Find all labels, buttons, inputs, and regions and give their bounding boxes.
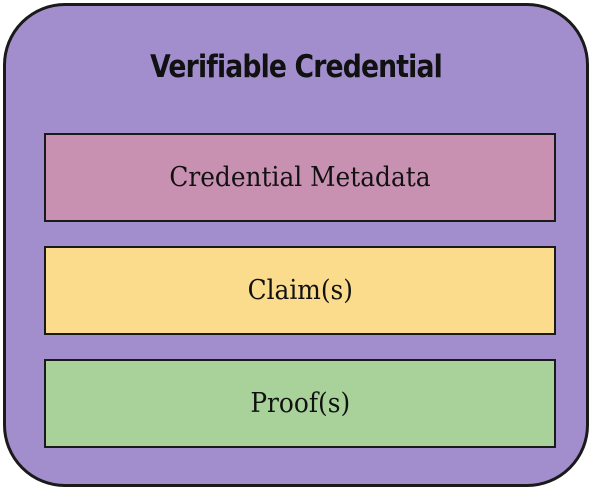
credential-metadata-layer: Credential Metadata	[44, 133, 556, 222]
proofs-layer: Proof(s)	[44, 359, 556, 448]
claims-layer: Claim(s)	[44, 246, 556, 335]
diagram-title: Verifiable Credential	[150, 49, 443, 85]
credential-metadata-label: Credential Metadata	[169, 162, 431, 193]
claims-label: Claim(s)	[247, 275, 353, 306]
proofs-label: Proof(s)	[250, 388, 350, 419]
verifiable-credential-container: Verifiable Credential Credential Metadat…	[3, 3, 589, 487]
